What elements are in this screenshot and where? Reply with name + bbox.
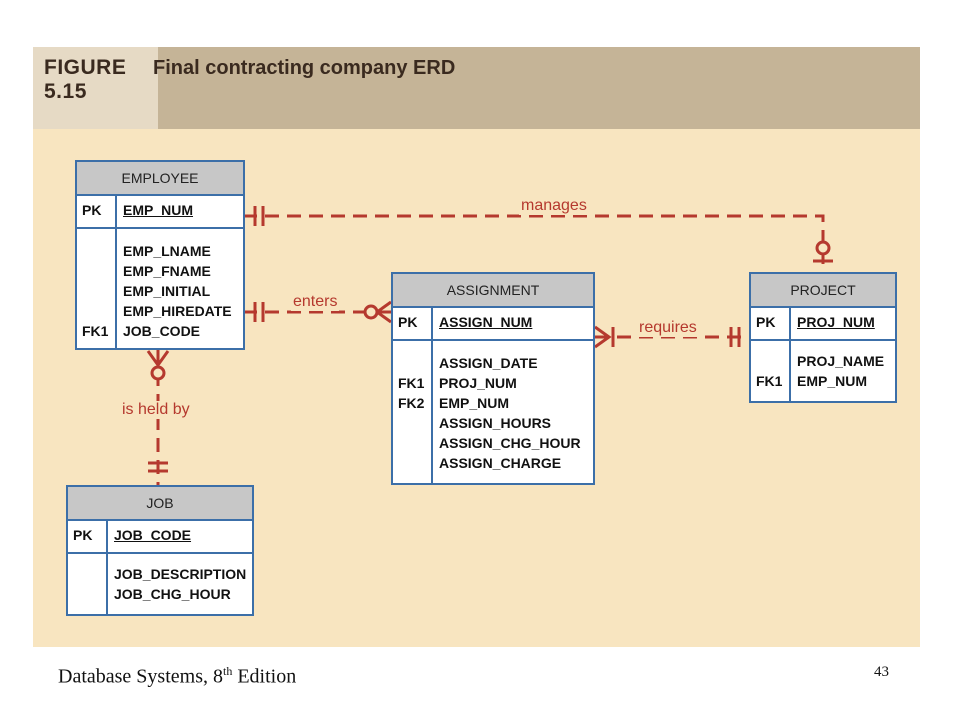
entity-job-name: JOB bbox=[68, 487, 252, 521]
project-attr: PROJ_NAME bbox=[797, 353, 885, 369]
employee-attr: EMP_LNAME bbox=[123, 243, 211, 259]
page-number: 43 bbox=[874, 664, 889, 680]
assignment-attr: PROJ_NUM bbox=[439, 375, 517, 391]
employee-key-column: FK1 bbox=[77, 229, 117, 348]
employee-attr: EMP_FNAME bbox=[123, 263, 211, 279]
assignment-attr: ASSIGN_CHARGE bbox=[439, 455, 562, 471]
rel-label-manages: manages bbox=[519, 197, 589, 215]
entity-assignment: ASSIGNMENT PK ASSIGN_NUM FK1 FK2 ASSIGN_… bbox=[391, 272, 595, 485]
rel-label-is-held-by: is held by bbox=[120, 401, 192, 419]
project-pk-attr-name: PROJ_NUM bbox=[797, 314, 875, 330]
job-attr: JOB_CHG_HOUR bbox=[114, 586, 231, 602]
job-attr-list: JOB_DESCRIPTION JOB_CHG_HOUR bbox=[108, 554, 246, 614]
entity-assignment-name: ASSIGNMENT bbox=[393, 274, 593, 308]
held-by-employee-circle bbox=[150, 365, 166, 381]
assignment-pk-label: PK bbox=[393, 308, 433, 339]
entity-employee-attr-row: FK1 EMP_LNAME EMP_FNAME EMP_INITIAL EMP_… bbox=[77, 229, 243, 348]
employee-attr: EMP_HIREDATE bbox=[123, 303, 232, 319]
entity-project-pk-row: PK PROJ_NUM bbox=[751, 308, 895, 341]
entity-job-attr-row: JOB_DESCRIPTION JOB_CHG_HOUR bbox=[68, 554, 252, 614]
assignment-attr: EMP_NUM bbox=[439, 395, 510, 411]
entity-employee-pk-row: PK EMP_NUM bbox=[77, 196, 243, 229]
employee-pk-label: PK bbox=[77, 196, 117, 227]
job-pk-attr-name: JOB_CODE bbox=[114, 527, 192, 543]
rel-label-enters: enters bbox=[291, 293, 340, 311]
erd-figure: FIGURE 5.15 Final contracting company ER… bbox=[33, 47, 920, 647]
employee-attr: JOB_CODE bbox=[123, 323, 201, 339]
project-pk-label: PK bbox=[751, 308, 791, 339]
entity-assignment-pk-row: PK ASSIGN_NUM bbox=[393, 308, 593, 341]
enters-assignment-circle bbox=[363, 304, 379, 320]
figure-header-band bbox=[33, 47, 920, 129]
entity-assignment-attr-row: FK1 FK2 ASSIGN_DATE PROJ_NUM EMP_NUM ASS… bbox=[393, 341, 593, 483]
entity-employee: EMPLOYEE PK EMP_NUM FK1 EMP_LNAME EMP_FN… bbox=[75, 160, 245, 350]
employee-pk-attr-name: EMP_NUM bbox=[123, 202, 194, 218]
figure-label-word: FIGURE bbox=[44, 56, 127, 79]
manages-project-circle bbox=[815, 240, 831, 256]
manages-line bbox=[243, 214, 825, 264]
project-attr: EMP_NUM bbox=[797, 373, 868, 389]
job-pk-attr: JOB_CODE bbox=[108, 521, 191, 552]
assignment-attr: ASSIGN_CHG_HOUR bbox=[439, 435, 581, 451]
book-title-pre: Database Systems, 8 bbox=[58, 665, 223, 688]
figure-number: FIGURE 5.15 bbox=[44, 56, 126, 104]
entity-project: PROJECT PK PROJ_NUM FK1 PROJ_NAME EMP_NU… bbox=[749, 272, 897, 403]
assignment-key-column: FK1 FK2 bbox=[393, 341, 433, 483]
project-key-column: FK1 bbox=[751, 341, 791, 401]
figure-label-tab: FIGURE 5.15 bbox=[33, 47, 158, 129]
employee-attr: EMP_INITIAL bbox=[123, 283, 211, 299]
book-title: Database Systems, 8th Edition bbox=[58, 664, 296, 689]
figure-title: Final contracting company ERD bbox=[153, 57, 456, 79]
employee-pk-attr: EMP_NUM bbox=[117, 196, 193, 227]
requires-crowfoot bbox=[594, 325, 612, 349]
entity-employee-name: EMPLOYEE bbox=[77, 162, 243, 196]
rel-label-requires: requires bbox=[637, 319, 699, 337]
job-attr: JOB_DESCRIPTION bbox=[114, 566, 247, 582]
assignment-pk-attr: ASSIGN_NUM bbox=[433, 308, 532, 339]
job-pk-label: PK bbox=[68, 521, 108, 552]
book-title-sup: th bbox=[222, 664, 233, 678]
assignment-pk-attr-name: ASSIGN_NUM bbox=[439, 314, 533, 330]
project-attr-list: PROJ_NAME EMP_NUM bbox=[791, 341, 884, 401]
entity-project-name: PROJECT bbox=[751, 274, 895, 308]
employee-attr-list: EMP_LNAME EMP_FNAME EMP_INITIAL EMP_HIRE… bbox=[117, 229, 232, 348]
assignment-fk1-label: FK1 bbox=[398, 375, 425, 391]
held-by-crowfoot bbox=[146, 350, 170, 368]
assignment-attr: ASSIGN_DATE bbox=[439, 355, 538, 371]
assignment-attr-list: ASSIGN_DATE PROJ_NUM EMP_NUM ASSIGN_HOUR… bbox=[433, 341, 581, 483]
job-key-column bbox=[68, 554, 108, 614]
entity-project-attr-row: FK1 PROJ_NAME EMP_NUM bbox=[751, 341, 895, 401]
figure-label-number: 5.15 bbox=[44, 80, 87, 103]
book-title-post: Edition bbox=[232, 665, 297, 688]
entity-job: JOB PK JOB_CODE JOB_DESCRIPTION JOB_CHG_… bbox=[66, 485, 254, 616]
assignment-attr: ASSIGN_HOURS bbox=[439, 415, 552, 431]
relationship-lines bbox=[146, 206, 833, 485]
assignment-fk2-label: FK2 bbox=[398, 395, 425, 411]
project-pk-attr: PROJ_NUM bbox=[791, 308, 875, 339]
project-fk1-label: FK1 bbox=[756, 373, 783, 389]
enters-crowfoot bbox=[376, 300, 392, 324]
entity-job-pk-row: PK JOB_CODE bbox=[68, 521, 252, 554]
employee-fk1-label: FK1 bbox=[82, 323, 109, 339]
